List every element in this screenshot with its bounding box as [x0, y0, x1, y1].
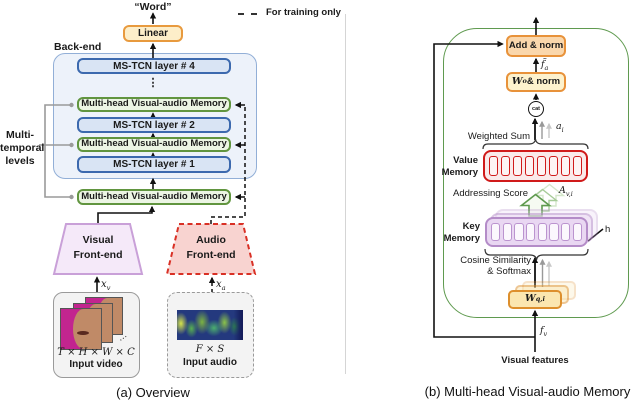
training-only-path — [208, 101, 246, 293]
backend-label: Back-end — [54, 41, 102, 53]
video-ellipsis: ⋯ — [116, 331, 130, 345]
legend-dash — [238, 13, 257, 15]
addressing-score-label: Addressing Score — [453, 188, 528, 199]
face-shape — [73, 309, 101, 349]
value-memory-box — [483, 150, 588, 182]
key-memory-slots — [487, 219, 586, 245]
key-memory-label: Key Memory — [443, 221, 480, 245]
legend-label: For training only — [266, 7, 341, 18]
caption-b: (b) Multi-head Visual-audio Memory — [424, 384, 631, 399]
spectrogram — [177, 310, 243, 340]
mstcn1-box: MS-TCN layer # 1 — [77, 156, 231, 173]
multi-temporal-bracket — [39, 104, 71, 198]
memory-slot — [500, 156, 511, 176]
memory-slot — [572, 156, 582, 176]
weighted-sum-label: Weighted Sum — [467, 131, 530, 142]
linear-box: Linear — [123, 25, 183, 42]
stack-dots: ⋮ — [147, 77, 159, 89]
cosine-softmax-label: Cosine Similarity & Softmax — [460, 255, 531, 278]
value-memory-slots — [485, 152, 586, 180]
xv-label: xv — [101, 279, 111, 292]
visual-frontend-trapezoid — [52, 223, 144, 275]
memory-slot — [548, 156, 559, 176]
value-memory-label: Value Memory — [441, 155, 478, 179]
av-label: Av,i — [559, 185, 573, 198]
memory-slot — [572, 223, 582, 241]
memory-slot — [560, 156, 571, 176]
video-caption: Input video — [69, 359, 123, 370]
multi-temporal-label: Multi- temporal levels — [0, 129, 45, 168]
ai-label: ai — [556, 121, 564, 134]
video-dims: T × H × W × C — [57, 347, 135, 358]
memory-slot — [537, 223, 547, 241]
audio-frontend-trapezoid — [165, 223, 257, 275]
memory-slot — [536, 156, 547, 176]
fv-label: fv — [540, 325, 548, 338]
mouth-shape — [77, 331, 89, 335]
word-output-label: “Word” — [134, 1, 172, 13]
mstcn2-box: MS-TCN layer # 2 — [77, 117, 231, 133]
memory-slot — [561, 223, 571, 241]
skip-connection — [433, 40, 535, 338]
memory-slot — [549, 223, 559, 241]
memory-slot — [524, 156, 535, 176]
caption-a: (a) Overview — [116, 385, 190, 400]
value-overbrace — [482, 138, 589, 150]
audio-frontend-label: Audio Front-end — [186, 234, 236, 261]
heads-label: h — [605, 224, 611, 235]
panel-divider — [345, 14, 346, 374]
audio-dims: F × S — [195, 344, 225, 355]
memory-box-top: Multi-head Visual-audio Memory — [77, 97, 231, 112]
memory-slot — [491, 223, 501, 241]
memory-slot — [526, 223, 536, 241]
xa-label: xa — [216, 279, 226, 292]
memory-box-bottom: Multi-head Visual-audio Memory — [77, 189, 231, 205]
input-audio-card: F × S Input audio — [167, 292, 254, 378]
key-memory-box — [485, 217, 588, 247]
input-video-card: ⋯ T × H × W × C Input video — [53, 292, 140, 378]
add-norm-box: Add & norm — [506, 35, 566, 57]
concat-circle: cat — [528, 101, 544, 117]
fa-label: f̃a — [541, 59, 549, 72]
visual-frontend-label: Visual Front-end — [73, 234, 123, 261]
memory-slot — [489, 156, 499, 176]
video-frame-front — [60, 308, 102, 350]
mstcn4-box: MS-TCN layer # 4 — [77, 58, 231, 74]
key-underbrace — [484, 248, 589, 261]
memory-slot — [502, 223, 512, 241]
memory-box-mid: Multi-head Visual-audio Memory — [77, 137, 231, 152]
memory-slot — [512, 156, 523, 176]
audio-caption: Input audio — [183, 357, 237, 368]
visual-features-label: Visual features — [501, 355, 569, 366]
memory-slot — [514, 223, 524, 241]
